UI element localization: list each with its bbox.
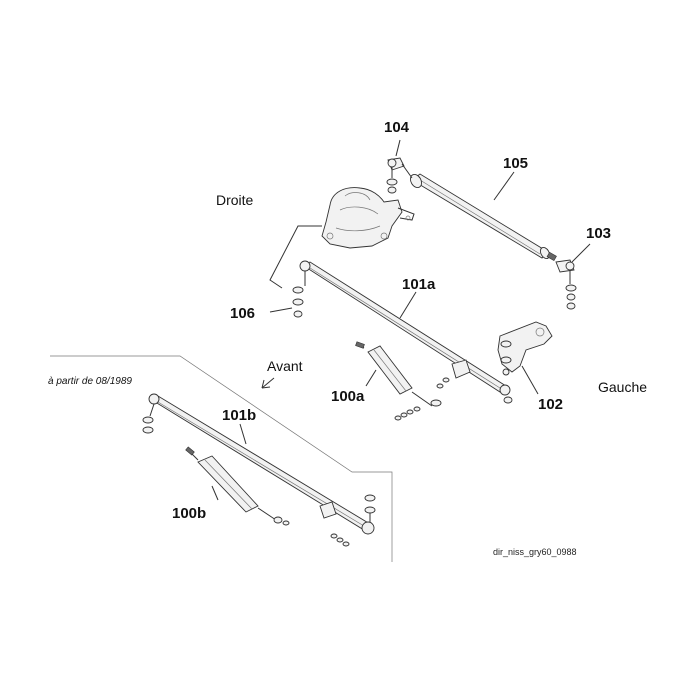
label-gauche: Gauche xyxy=(598,379,647,395)
part-number-101a: 101a xyxy=(402,276,436,293)
later-version-frame xyxy=(50,355,393,562)
part-number-102: 102 xyxy=(538,396,563,413)
steering-box xyxy=(321,187,415,249)
ball-joint-103 xyxy=(555,259,577,310)
drawing-reference: dir_niss_gry60_0988 xyxy=(493,547,577,557)
leader-103 xyxy=(571,243,591,263)
label-avant: Avant xyxy=(267,358,303,374)
idler-arm-102 xyxy=(497,321,553,376)
damper-100a xyxy=(355,341,442,421)
part-number-100b: 100b xyxy=(172,505,206,522)
part-number-105: 105 xyxy=(503,155,528,172)
leader-106 xyxy=(269,307,293,313)
leader-100a xyxy=(365,369,377,387)
leader-102 xyxy=(521,365,539,395)
label-droite: Droite xyxy=(216,192,254,208)
rod-105 xyxy=(409,173,557,262)
ball-joint-104 xyxy=(386,157,413,194)
leader-105 xyxy=(493,171,515,201)
label-since-date: à partir de 08/1989 xyxy=(48,376,132,387)
part-number-104: 104 xyxy=(384,119,410,136)
rod-101b xyxy=(142,393,376,547)
front-arrow-icon xyxy=(261,377,275,389)
leader-101b xyxy=(239,423,247,445)
rod-101a xyxy=(292,260,513,404)
leader-104 xyxy=(395,139,401,157)
part-number-103: 103 xyxy=(586,225,611,242)
leader-bracket xyxy=(269,225,322,289)
part-number-101b: 101b xyxy=(222,407,256,424)
part-number-100a: 100a xyxy=(331,388,365,405)
damper-100b xyxy=(185,446,290,526)
leader-101a xyxy=(399,291,417,319)
part-number-106: 106 xyxy=(230,305,255,322)
leader-100b xyxy=(211,485,219,501)
